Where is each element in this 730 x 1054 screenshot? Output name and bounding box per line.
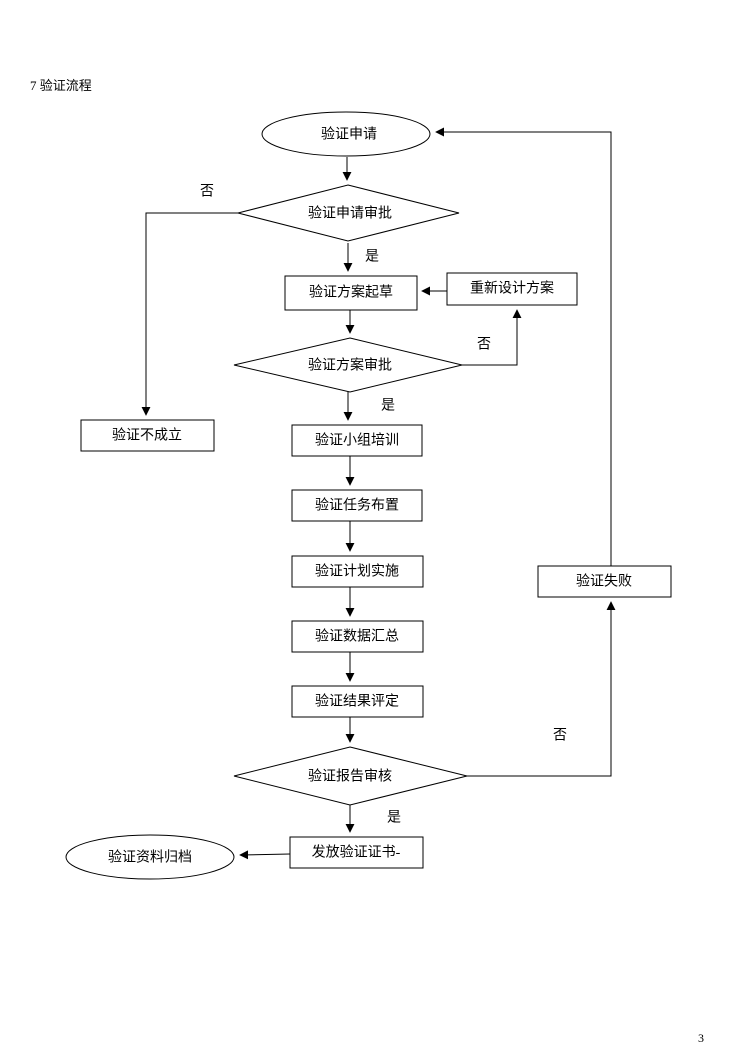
node-task: 验证任务布置 <box>291 489 423 522</box>
edge-label-no-2: 否 <box>477 338 491 353</box>
edge-fail-to-start <box>435 127 612 566</box>
node-evaluate: 验证结果评定 <box>291 685 424 718</box>
edge-label-yes-3: 是 <box>387 811 401 826</box>
node-draft-label: 验证方案起草 <box>309 284 393 301</box>
node-not-established-label: 验证不成立 <box>112 428 182 444</box>
edge-report-review-no-to-fail <box>467 601 616 777</box>
archive-oval <box>65 834 235 880</box>
plan-review-diamond <box>233 337 463 393</box>
data-summary-rect <box>291 620 424 653</box>
node-redesign: 重新设计方案 <box>446 272 578 306</box>
implement-rect <box>291 555 424 588</box>
task-rect <box>291 489 423 522</box>
certificate-rect <box>289 836 424 869</box>
node-implement-label: 验证计划实施 <box>315 564 399 580</box>
node-apply-review: 验证申请审批 <box>237 184 460 242</box>
edge-apply-review-no-to-not-established <box>141 212 238 416</box>
node-certificate-label: 发放验证证书- <box>312 845 401 861</box>
edge-label-no-3: 否 <box>553 729 567 744</box>
page-number: 3 <box>698 1031 704 1045</box>
node-data-summary: 验证数据汇总 <box>291 620 424 653</box>
edge-label-yes-1: 是 <box>365 250 379 265</box>
fail-rect <box>537 565 672 598</box>
node-data-summary-label: 验证数据汇总 <box>315 629 399 645</box>
node-archive: 验证资料归档 <box>65 834 235 880</box>
node-plan-review: 验证方案审批 <box>233 337 463 393</box>
start-oval <box>261 111 431 157</box>
node-certificate: 发放验证证书- <box>289 836 424 869</box>
edge-plan-review-no-to-redesign <box>462 309 522 366</box>
node-start-label: 验证申请 <box>321 127 377 143</box>
redesign-rect <box>446 272 578 306</box>
node-not-established: 验证不成立 <box>80 419 215 452</box>
node-task-label: 验证任务布置 <box>315 498 399 514</box>
evaluate-rect <box>291 685 424 718</box>
training-rect <box>291 424 423 457</box>
node-training-label: 验证小组培训 <box>315 433 399 449</box>
draft-rect <box>284 275 418 311</box>
node-implement: 验证计划实施 <box>291 555 424 588</box>
node-fail: 验证失败 <box>537 565 672 598</box>
edge-label-yes-2: 是 <box>381 399 395 414</box>
report-review-diamond <box>233 746 468 806</box>
node-fail-label: 验证失败 <box>576 574 632 590</box>
page-title: 7 验证流程 <box>30 78 92 93</box>
node-plan-review-label: 验证方案审批 <box>308 357 392 374</box>
node-start: 验证申请 <box>261 111 431 157</box>
node-apply-review-label: 验证申请审批 <box>308 206 392 222</box>
node-redesign-label: 重新设计方案 <box>470 280 554 297</box>
node-archive-label: 验证资料归档 <box>108 849 192 866</box>
node-draft: 验证方案起草 <box>284 275 418 311</box>
node-report-review: 验证报告审核 <box>233 746 468 806</box>
node-report-review-label: 验证报告审核 <box>308 769 392 785</box>
apply-review-diamond <box>237 184 460 242</box>
node-training: 验证小组培训 <box>291 424 423 457</box>
edge-certificate-to-archive <box>239 850 291 860</box>
edge-label-no-1: 否 <box>200 185 214 200</box>
node-evaluate-label: 验证结果评定 <box>315 694 399 710</box>
not-established-rect <box>80 419 215 452</box>
